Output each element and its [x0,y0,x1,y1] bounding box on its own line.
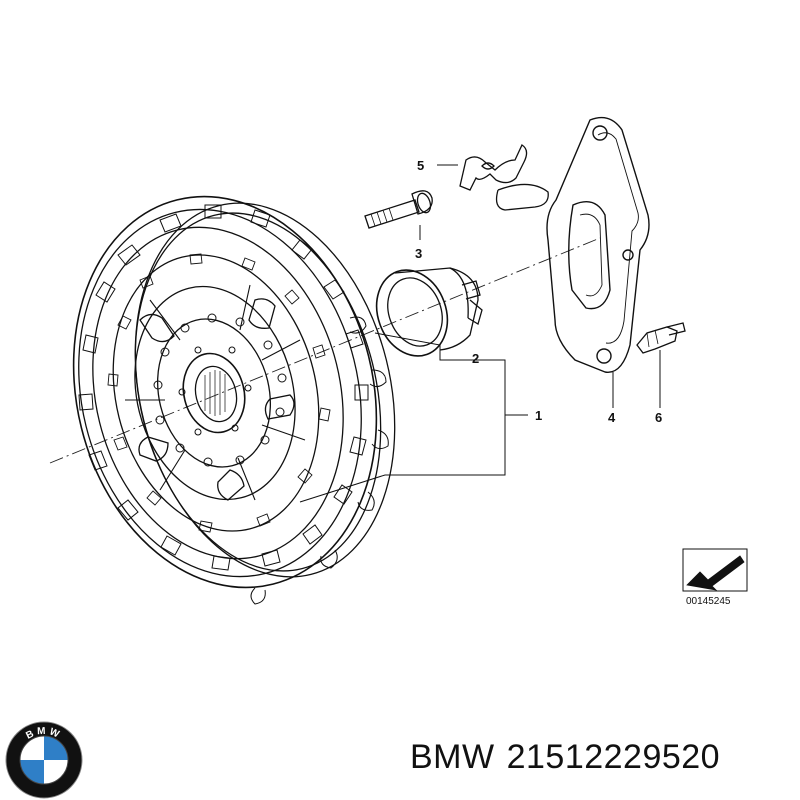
part-number: 21512229520 [506,738,721,776]
reference-code: 00145245 [686,596,731,607]
bolt-part-3 [364,190,433,229]
logo-text: BMW [24,726,60,742]
callout-3: 3 [415,246,422,261]
release-bearing-part-2 [375,267,483,357]
callout-2: 2 [472,351,479,366]
svg-text:BMW: BMW [24,726,63,742]
callout-5: 5 [417,158,424,173]
callout-4: 4 [608,410,616,425]
bmw-logo-icon: BMW [5,721,83,799]
leader-lines [299,164,661,503]
part-caption: BMW 21512229520 [410,732,732,782]
clip-spring-part-5 [459,144,549,211]
center-axis-line [49,237,601,464]
arrow-icon [686,555,745,591]
brand-name: BMW [410,738,495,776]
callout-6: 6 [655,410,662,425]
pin-part-6 [636,322,686,354]
clutch-assembly [72,195,396,605]
guide-plate-part-4 [546,116,650,373]
callout-1: 1 [535,408,542,423]
reference-badge: 00145245 [682,548,748,607]
